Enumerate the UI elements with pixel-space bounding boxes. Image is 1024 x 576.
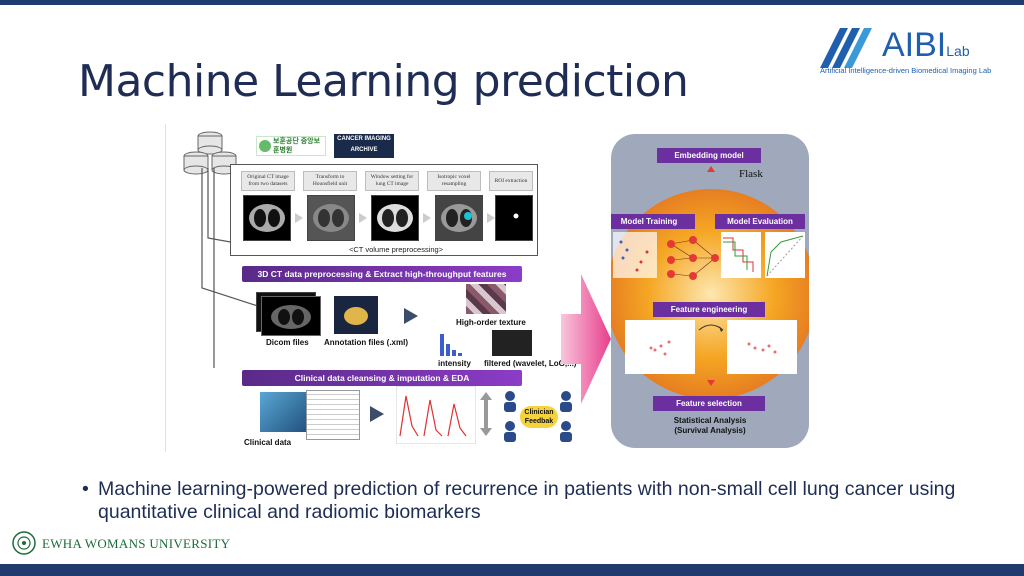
step-resampling: Isotropic voxel resampling xyxy=(427,171,481,191)
feature-selection-label: Feature selection xyxy=(653,396,765,411)
embedding-model-label: Embedding model xyxy=(657,148,761,163)
feature-engineering-label: Feature engineering xyxy=(653,302,765,317)
annotation-label: Annotation files (.xml) xyxy=(324,338,408,347)
university-name: EWHA WOMANS UNIVERSITY xyxy=(42,536,231,551)
model-training-label: Model Training xyxy=(611,214,695,229)
filtered-label: filtered (wavelet, LoG,...) xyxy=(484,359,577,368)
step-window: Window setting for lung CT image xyxy=(365,171,419,191)
texture-matrix xyxy=(466,284,506,314)
pipeline-left-panel: 보훈공단 중앙보훈병원 CANCER IMAGING ARCHIVE Origi… xyxy=(165,124,585,452)
ct-slice-hu xyxy=(307,195,355,241)
ct-slice-roi xyxy=(495,195,533,241)
clinical-photo xyxy=(260,392,310,432)
eda-plots xyxy=(396,386,476,444)
ewha-emblem-icon xyxy=(12,531,36,555)
model-panel: Embedding model Flask Model Training Mod… xyxy=(611,134,809,448)
logo-wordmark: AIBILab xyxy=(882,26,970,65)
arrow-icon xyxy=(359,213,367,223)
arrow-icon xyxy=(295,213,303,223)
step-hounsfield: Transform to Hounsfield unit xyxy=(303,171,357,191)
arrow-right-icon xyxy=(370,406,384,422)
banner-clinical: Clinical data cleansing & imputation & E… xyxy=(242,370,522,386)
cancer-archive-logo: CANCER IMAGING ARCHIVE xyxy=(334,134,394,158)
bullet-text: Machine learning-powered prediction of r… xyxy=(98,478,956,523)
aibi-lab-logo: AIBILab Artificial Intelligence-driven B… xyxy=(820,26,1010,82)
high-order-label: High-order texture xyxy=(456,318,526,327)
bottom-accent-bar xyxy=(0,564,1024,576)
ct-caption: <CT volume preprocessing> xyxy=(349,245,444,254)
ct-slice-original xyxy=(243,195,291,241)
flask-logo: Flask xyxy=(739,168,763,180)
clinician-feedback-bubble: Clinician Feedbak xyxy=(520,406,558,428)
step-roi: ROI extraction xyxy=(489,171,533,191)
dicom-label: Dicom files xyxy=(266,338,309,347)
ml-pipeline-figure: 보훈공단 중앙보훈병원 CANCER IMAGING ARCHIVE Origi… xyxy=(165,124,830,452)
intensity-histogram xyxy=(440,334,462,356)
arrow-right-icon xyxy=(404,308,418,324)
ct-preprocessing-box: Original CT image from two datasets Tran… xyxy=(230,164,538,256)
slide-title: Machine Learning prediction xyxy=(78,56,689,107)
hospital-emblem-icon xyxy=(259,140,271,152)
bidirectional-arrows-icon xyxy=(480,392,492,436)
hospital-logo: 보훈공단 중앙보훈병원 xyxy=(256,136,326,156)
step-original: Original CT image from two datasets xyxy=(241,171,295,191)
logo-suffix: Lab xyxy=(946,43,970,59)
logo-subtitle: Artificial Intelligence-driven Biomedica… xyxy=(820,66,992,75)
aibi-stripes-icon xyxy=(820,28,872,68)
database-icon xyxy=(183,131,237,175)
annotation-image xyxy=(334,296,378,334)
ct-slice-resampled xyxy=(435,195,483,241)
model-evaluation-label: Model Evaluation xyxy=(715,214,805,229)
banner-ct-features: 3D CT data preprocessing & Extract high-… xyxy=(242,266,522,282)
hospital-name: 보훈공단 중앙보훈병원 xyxy=(273,138,321,154)
clinical-label: Clinical data xyxy=(244,438,292,447)
dicom-stack-front xyxy=(261,296,321,336)
survival-analysis-label: (Survival Analysis) xyxy=(674,426,746,435)
training-scatter xyxy=(613,232,657,278)
intensity-label: intensity xyxy=(438,359,471,368)
big-flow-arrow-icon xyxy=(561,274,611,404)
top-accent-bar xyxy=(0,0,1024,5)
clinical-table-thumbnail xyxy=(306,390,360,440)
arrow-icon xyxy=(487,213,495,223)
clinician-icons xyxy=(504,391,572,442)
ct-slice-window xyxy=(371,195,419,241)
filtered-image xyxy=(492,330,532,356)
feature-pca-plots xyxy=(625,320,797,374)
bullet-dot-icon: • xyxy=(82,478,89,500)
evaluation-plots xyxy=(721,232,805,278)
arrow-icon xyxy=(423,213,431,223)
logo-name: AIBI xyxy=(882,26,947,64)
statistical-analysis-label: Statistical Analysis xyxy=(673,416,747,425)
neural-network-icon xyxy=(667,236,719,280)
